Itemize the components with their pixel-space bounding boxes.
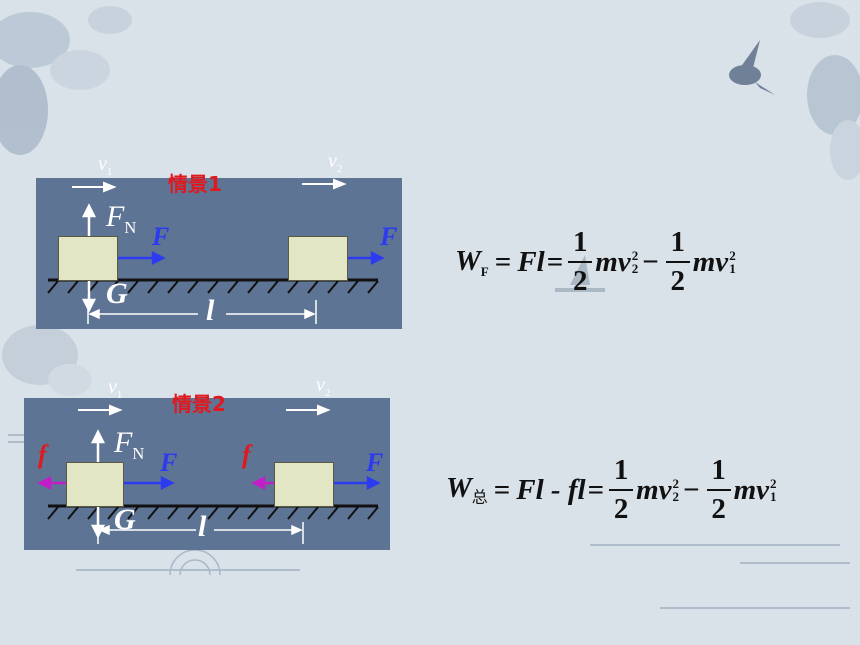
scene2-friction-label-right: f xyxy=(242,440,251,469)
scene2-v1-arrow xyxy=(78,404,123,416)
scene1-block-end xyxy=(288,236,348,281)
scene2-force-label-right: F xyxy=(366,448,384,477)
formula2-minus: − xyxy=(683,473,700,506)
scene1-block-start xyxy=(58,236,118,281)
scene2-friction-label-left: f xyxy=(38,440,47,469)
flower-top-left-decoration xyxy=(0,6,132,155)
scene1-normal-force-label: FN xyxy=(106,200,137,237)
flower-mid-left-decoration xyxy=(2,325,92,396)
scene2-ground-hatch xyxy=(47,506,379,520)
scene2-normal-force-label: FN xyxy=(114,426,145,463)
scene1-force-label-left: F xyxy=(152,222,170,251)
scene1-distance-label: l xyxy=(206,294,215,327)
formula1-term2: mv xyxy=(692,245,729,278)
flower-right-decoration xyxy=(790,2,860,180)
formula2-eq1: = xyxy=(493,473,511,506)
line-decoration xyxy=(8,434,850,609)
scene2-force-label-left: F xyxy=(160,448,178,477)
formula1-eq2: = xyxy=(546,245,564,278)
scene2-distance-marker xyxy=(97,522,304,544)
ripple-decoration xyxy=(169,549,221,576)
formula2-term2: mv xyxy=(733,473,770,506)
scene2-v2-arrow xyxy=(286,404,331,416)
scene1-distance-marker xyxy=(87,300,317,324)
formula1-minus: − xyxy=(642,245,659,278)
formula1-lhs: WF xyxy=(455,244,489,279)
scene2-v1-label: v1 xyxy=(108,376,123,401)
scene2-v2-label: v2 xyxy=(316,374,331,399)
scene2-distance-label: l xyxy=(198,510,207,543)
formula2-lhs: W总 xyxy=(446,472,488,507)
scene1-v1-label: v1 xyxy=(98,153,113,178)
scene1-title: 情景1 xyxy=(168,172,222,196)
formula1-term1: mv xyxy=(595,245,631,278)
scene1-v2-label: v2 xyxy=(328,150,343,175)
scene1-force-label-right: F xyxy=(380,222,398,251)
scene2-title: 情景2 xyxy=(172,392,226,416)
scene1-ground-hatch xyxy=(47,280,379,294)
formula2-term1: mv xyxy=(636,473,672,506)
formula1-eq1: = xyxy=(494,245,512,278)
scene1-gravity-label: G xyxy=(106,277,128,310)
scene2-block-end xyxy=(274,462,334,507)
scene1-v1-arrow xyxy=(72,181,117,193)
formula1-mid: Fl xyxy=(517,245,545,278)
bird-decoration xyxy=(729,40,775,95)
scene1-v2-arrow xyxy=(302,178,347,190)
scene2-block-start xyxy=(66,462,124,507)
formula2-eq2: = xyxy=(587,473,605,506)
formula2-mid: Fl - fl xyxy=(516,473,586,506)
scene2-gravity-label: G xyxy=(114,503,136,536)
